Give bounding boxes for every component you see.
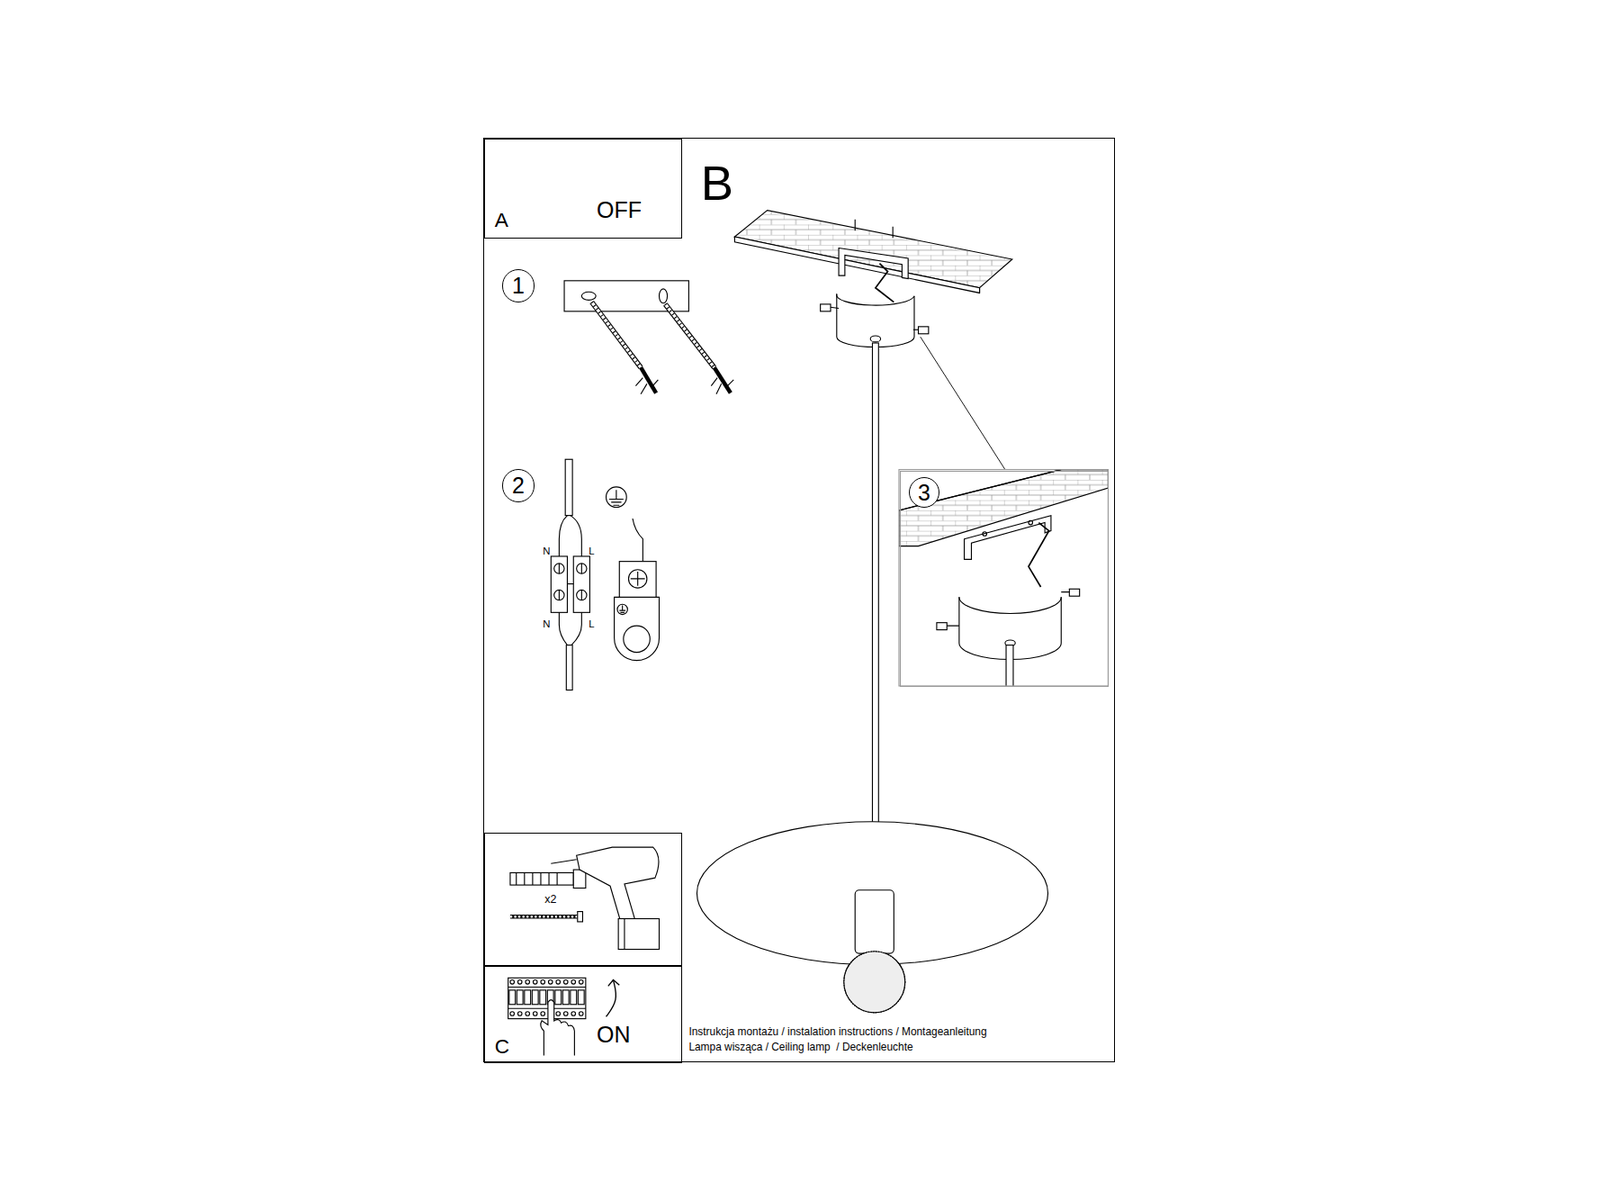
- switch-state: ON: [596, 1023, 630, 1046]
- caption-line: Lampa wisząca / Ceiling lamp / Deckenleu…: [688, 1042, 913, 1053]
- step-panel: A OFF: [484, 138, 683, 239]
- tools-panel: x2: [484, 832, 683, 965]
- mounting-bar: [564, 280, 734, 395]
- detail-inset: 3: [899, 470, 1109, 687]
- frame-panel: B A OFF 1 2 3 x2C ON: [483, 137, 1115, 1062]
- terminal-letter: L: [588, 619, 594, 630]
- canopy-detail: [898, 469, 1108, 686]
- quantity: x2: [544, 893, 557, 905]
- step-panel: C ON: [484, 965, 683, 1064]
- callout-number: 3: [908, 476, 940, 508]
- caption-line: Instrukcja montażu / instalation instruc…: [688, 1026, 987, 1038]
- drill-and-plugs: [510, 846, 660, 949]
- terminal-letter: N: [542, 546, 550, 557]
- terminal-letter: N: [542, 619, 550, 630]
- callout-number: 1: [512, 274, 525, 297]
- callout-circle: 2: [502, 468, 535, 502]
- terminal-block: [550, 458, 659, 690]
- panel-letter: C: [494, 1035, 510, 1057]
- switch-state: OFF: [596, 198, 642, 222]
- panel-letter: B: [701, 159, 734, 208]
- terminal-letter: L: [588, 546, 594, 557]
- callout-circle: 1: [502, 269, 535, 302]
- panel-letter: A: [494, 209, 509, 231]
- callout-number: 2: [512, 474, 525, 497]
